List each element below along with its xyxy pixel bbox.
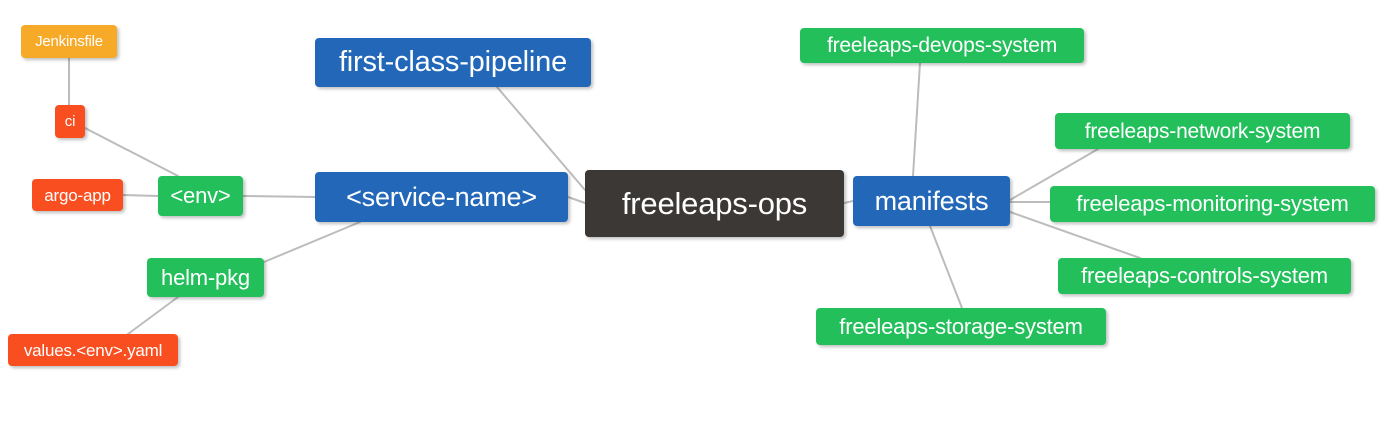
node-freeleaps-storage-system[interactable]: freeleaps-storage-system <box>816 308 1106 345</box>
node-freeleaps-monitoring-system[interactable]: freeleaps-monitoring-system <box>1050 186 1375 222</box>
edge-env-to-ci <box>84 127 179 177</box>
edge-manifests-to-freeleaps-storage-system <box>929 225 963 309</box>
node-freeleaps-ops[interactable]: freeleaps-ops <box>585 170 844 237</box>
node-freeleaps-controls-system[interactable]: freeleaps-controls-system <box>1058 258 1351 294</box>
edge-service-name-to-helm-pkg <box>263 221 361 263</box>
node-freeleaps-devops-system[interactable]: freeleaps-devops-system <box>800 28 1084 63</box>
node-first-class-pipeline[interactable]: first-class-pipeline <box>315 38 591 87</box>
node-argo-app[interactable]: argo-app <box>32 179 123 211</box>
node-ci[interactable]: ci <box>55 105 85 138</box>
node-helm-pkg[interactable]: helm-pkg <box>147 258 264 297</box>
edge-manifests-to-freeleaps-devops-system <box>912 62 921 177</box>
node-env[interactable]: <env> <box>158 176 243 216</box>
edge-freeleaps-ops-to-service-name <box>567 196 586 204</box>
node-service-name[interactable]: <service-name> <box>315 172 568 222</box>
edge-freeleaps-ops-to-manifests <box>843 200 854 204</box>
node-manifests[interactable]: manifests <box>853 176 1010 226</box>
edge-service-name-to-env <box>242 195 316 198</box>
edge-env-to-argo-app <box>122 194 159 197</box>
node-freeleaps-network-system[interactable]: freeleaps-network-system <box>1055 113 1350 149</box>
node-values-env-yaml[interactable]: values.<env>.yaml <box>8 334 178 366</box>
edge-helm-pkg-to-values-env-yaml <box>127 296 179 335</box>
node-jenkinsfile[interactable]: Jenkinsfile <box>21 25 117 58</box>
